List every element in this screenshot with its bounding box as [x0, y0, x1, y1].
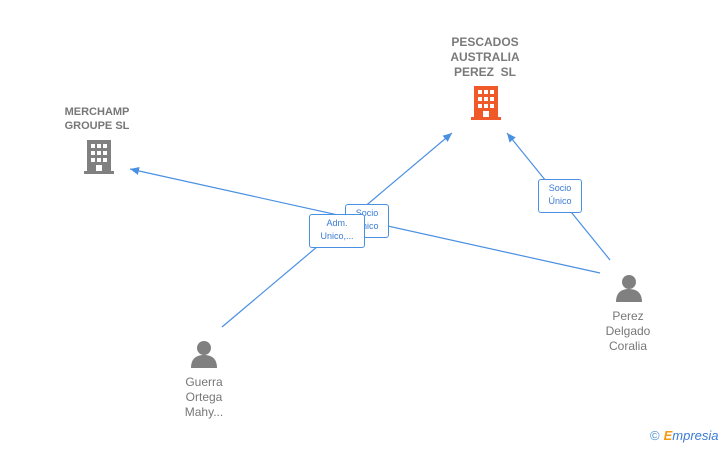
label-line: Ortega: [185, 390, 223, 404]
edge-label-line: Socio: [355, 208, 379, 218]
label-line: Guerra: [185, 375, 223, 389]
edge-label-line: Único: [548, 196, 572, 206]
label-line: PESCADOS: [451, 35, 519, 49]
edge-label-line: Unico,...: [320, 231, 354, 241]
person-label-guerra[interactable]: Guerra Ortega Mahy...: [166, 375, 242, 420]
label-line: Delgado: [605, 324, 651, 338]
label-line: MERCHAMP: [64, 106, 130, 118]
edge-label-line: Adm.: [326, 218, 348, 228]
copyright-icon: ©: [650, 428, 660, 443]
label-line: Coralia: [608, 339, 647, 353]
person-icon[interactable]: [191, 341, 217, 368]
label-line: AUSTRALIA: [450, 50, 520, 64]
edge-label-line: Socio: [548, 183, 572, 193]
building-icon[interactable]: [84, 140, 114, 174]
brand-name: mpresia: [672, 428, 719, 443]
edge-label-socio-unico-pescados[interactable]: Socio Único: [538, 179, 582, 213]
edge-label-adm-unico[interactable]: Adm. Unico,...: [309, 214, 365, 248]
label-line: Perez: [612, 309, 644, 323]
person-icon[interactable]: [616, 275, 642, 302]
edge-label-line: Único: [355, 221, 379, 231]
building-icon[interactable]: [471, 86, 501, 120]
person-label-perez[interactable]: Perez Delgado Coralia: [590, 309, 666, 354]
company-label-merchamp[interactable]: MERCHAMP GROUPE SL: [52, 105, 142, 133]
brand-initial: E: [663, 428, 673, 443]
label-line: PEREZ SL: [453, 65, 516, 79]
company-label-pescados[interactable]: PESCADOS AUSTRALIA PEREZ SL: [430, 35, 540, 80]
empresia-logo: ©Empresia: [650, 428, 719, 443]
label-line: GROUPE SL: [64, 120, 130, 132]
label-line: Mahy...: [184, 405, 224, 419]
